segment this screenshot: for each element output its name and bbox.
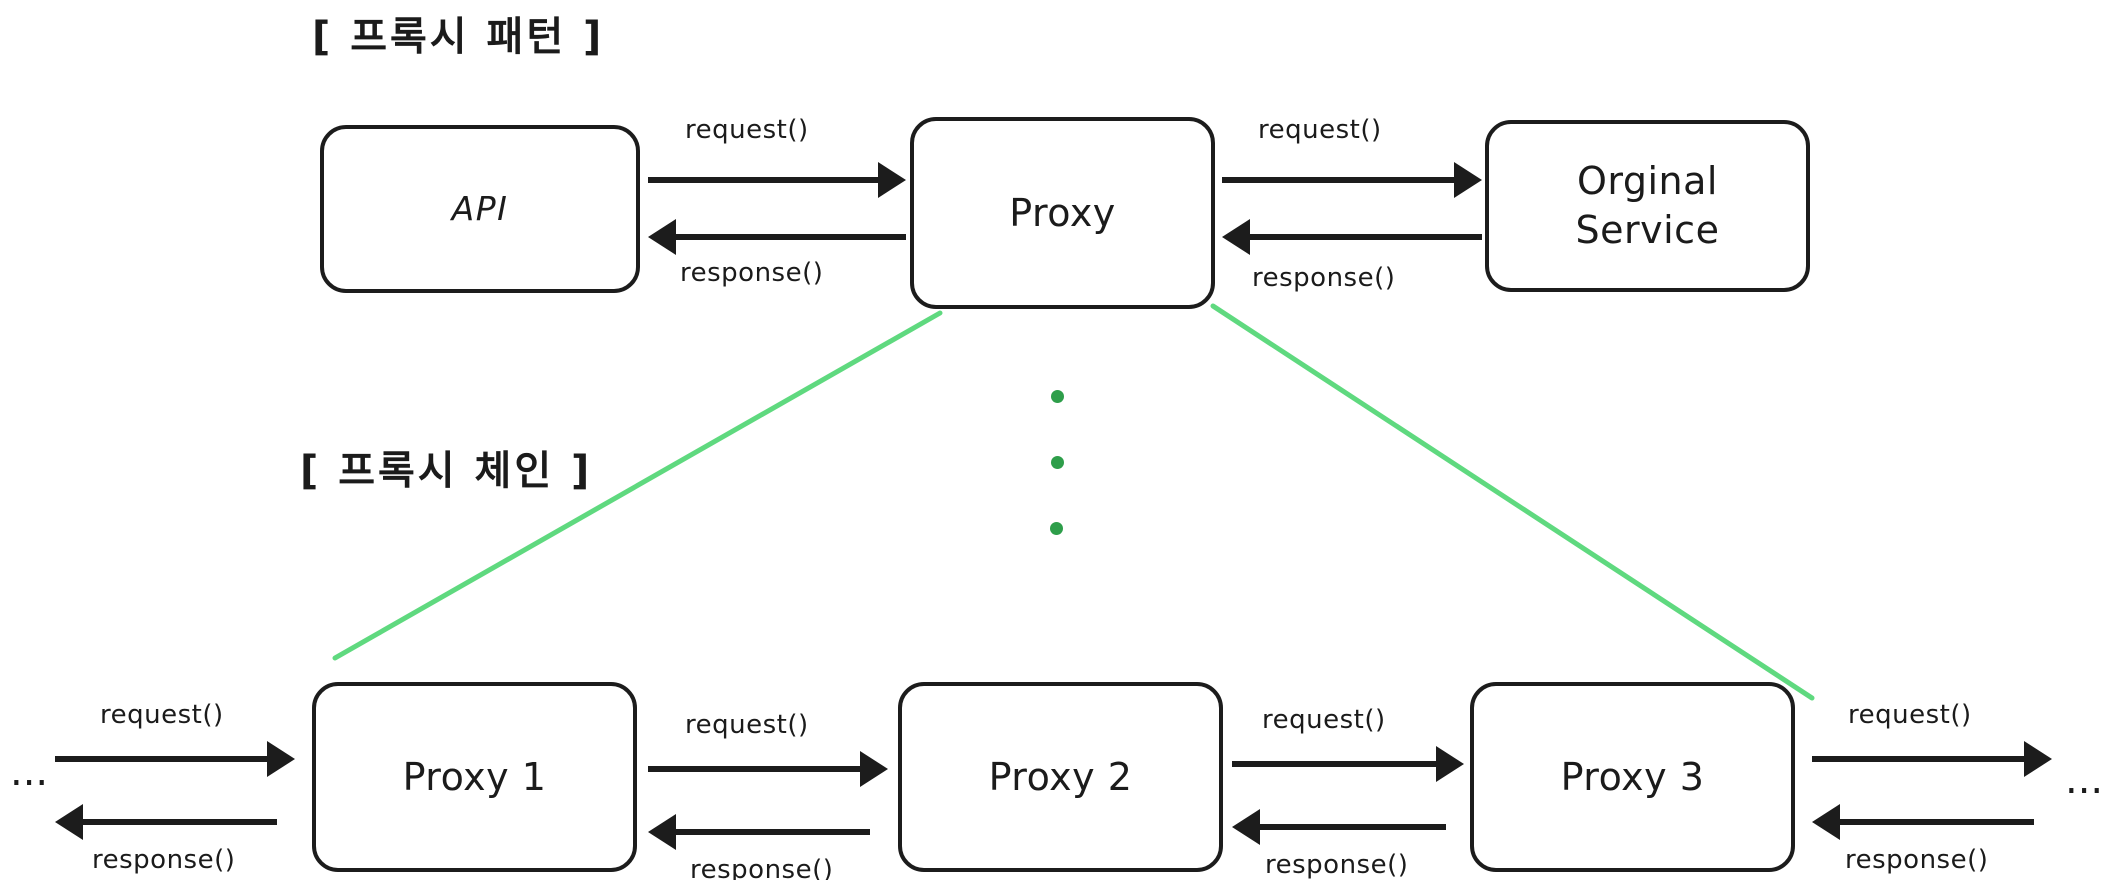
arrow-head-forward	[1454, 162, 1482, 198]
edge-label-api-to-proxy-response: response()	[680, 258, 824, 288]
edge-label-proxy3-to-out-response: response()	[1845, 845, 1989, 875]
vertical-ellipsis-dots	[1050, 390, 1068, 570]
node-proxy[interactable]: Proxy	[910, 117, 1215, 309]
edge-in-to-proxy1	[55, 735, 295, 845]
green-dot	[1051, 456, 1064, 469]
arrow-head-backward	[648, 219, 676, 255]
edge-proxy1-to-proxy2	[648, 745, 888, 855]
arrow-head-backward	[1812, 804, 1840, 840]
arrow-head-forward	[878, 162, 906, 198]
node-original-service-label: Orginal Service	[1575, 159, 1720, 252]
edge-label-api-to-proxy-request: request()	[685, 115, 809, 145]
arrow-head-backward	[1232, 809, 1260, 845]
edge-proxy3-to-out	[1812, 735, 2052, 845]
ellipsis-left: ...	[10, 749, 49, 795]
arrow-head-backward	[1222, 219, 1250, 255]
node-proxy-2-label: Proxy 2	[988, 754, 1133, 799]
node-proxy-1[interactable]: Proxy 1	[312, 682, 637, 872]
edge-label-proxy1-to-proxy2-response: response()	[690, 855, 834, 880]
connector-line-right	[1210, 303, 1815, 701]
arrow-head-forward	[2024, 741, 2052, 777]
edge-api-to-proxy	[648, 150, 906, 260]
edge-proxy-to-original	[1222, 150, 1482, 260]
edge-label-proxy3-to-out-request: request()	[1848, 700, 1972, 730]
node-proxy-1-label: Proxy 1	[402, 754, 547, 799]
arrow-head-forward	[1436, 746, 1464, 782]
node-proxy-2[interactable]: Proxy 2	[898, 682, 1223, 872]
edge-label-proxy1-to-proxy2-request: request()	[685, 710, 809, 740]
green-dot	[1051, 390, 1064, 403]
edge-label-proxy-to-original-request: request()	[1258, 115, 1382, 145]
ellipsis-right: ...	[2065, 757, 2104, 803]
green-dot	[1050, 522, 1063, 535]
edge-proxy2-to-proxy3	[1232, 740, 1464, 850]
arrow-head-forward	[860, 751, 888, 787]
edge-label-proxy2-to-proxy3-response: response()	[1265, 850, 1409, 880]
section-title-proxy-pattern: [ 프록시 패턴 ]	[312, 14, 605, 60]
node-api-label: API	[451, 188, 509, 228]
node-proxy-label: Proxy	[1009, 190, 1116, 235]
section-title-proxy-chain: [ 프록시 체인 ]	[300, 448, 593, 494]
arrow-head-forward	[267, 741, 295, 777]
arrow-head-backward	[55, 804, 83, 840]
node-proxy-3[interactable]: Proxy 3	[1470, 682, 1795, 872]
node-original-service[interactable]: Orginal Service	[1485, 120, 1810, 292]
edge-label-in-to-proxy1-response: response()	[92, 845, 236, 875]
node-api[interactable]: API	[320, 125, 640, 293]
edge-label-in-to-proxy1-request: request()	[100, 700, 224, 730]
arrow-head-backward	[648, 814, 676, 850]
node-proxy-3-label: Proxy 3	[1560, 754, 1705, 799]
edge-label-proxy-to-original-response: response()	[1252, 263, 1396, 293]
edge-label-proxy2-to-proxy3-request: request()	[1262, 705, 1386, 735]
